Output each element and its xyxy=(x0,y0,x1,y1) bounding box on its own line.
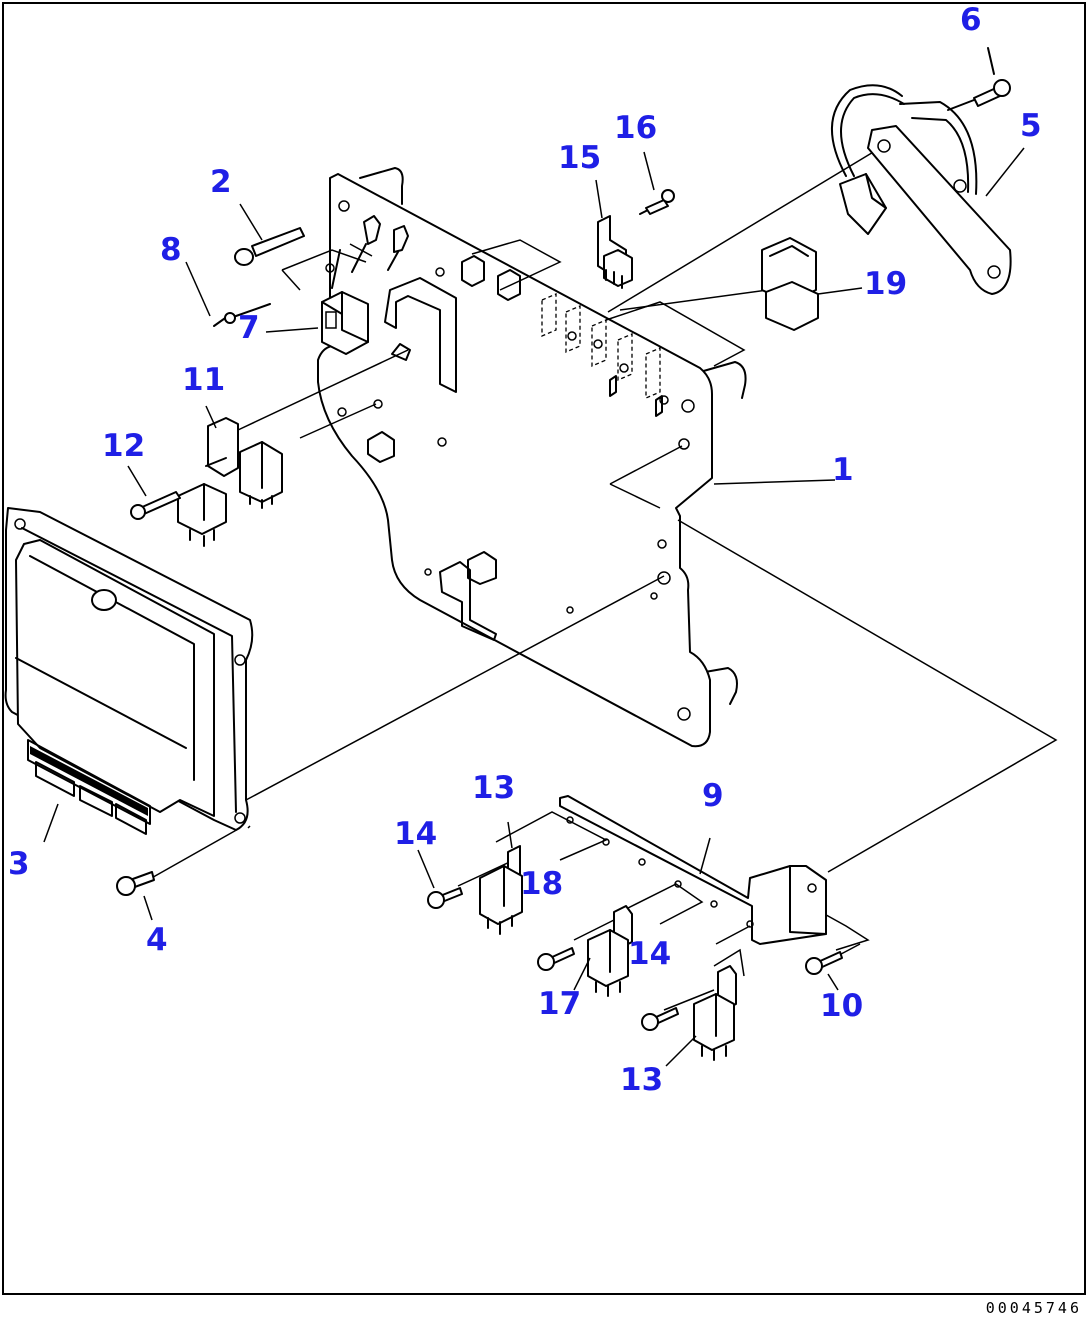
lower-bracket xyxy=(559,795,827,945)
relay-18 xyxy=(479,845,523,935)
callout-19: 19 xyxy=(864,266,907,302)
callout-9: 9 xyxy=(702,778,724,814)
callout-leaders xyxy=(43,147,1025,1067)
callout-15: 15 xyxy=(558,140,601,176)
callout-6: 6 xyxy=(960,2,982,38)
drawing-code: 00045746 xyxy=(985,1299,1082,1317)
connector-19 xyxy=(761,237,819,331)
callout-8: 8 xyxy=(160,232,182,268)
callout-3: 3 xyxy=(8,846,30,882)
callout-5: 5 xyxy=(1020,108,1042,144)
relay-13-lower xyxy=(693,965,737,1061)
screw-10 xyxy=(805,951,843,975)
connector-box xyxy=(321,291,369,355)
callout-16: 16 xyxy=(614,110,657,146)
drawing-frame xyxy=(2,2,1086,1295)
callout-11: 11 xyxy=(182,362,225,398)
callout-4: 4 xyxy=(146,922,168,958)
screw-14-lower xyxy=(641,1007,679,1031)
callouts: 1 2 3 4 5 6 7 8 9 10 11 12 13 13 14 14 1… xyxy=(8,2,1042,1098)
callout-14-lower: 14 xyxy=(628,936,671,972)
screw-small xyxy=(213,303,271,327)
callout-13-upper: 13 xyxy=(472,770,515,806)
bolt-6 xyxy=(947,47,1011,111)
relay-left xyxy=(130,417,283,547)
callout-7: 7 xyxy=(238,310,260,346)
plate-screws xyxy=(331,215,409,289)
callout-14-upper: 14 xyxy=(394,816,437,852)
callout-17: 17 xyxy=(538,986,581,1022)
callout-10: 10 xyxy=(820,988,863,1024)
mounting-plate xyxy=(317,167,747,748)
bolt-4 xyxy=(116,871,155,896)
relay-top xyxy=(597,189,675,289)
callout-18: 18 xyxy=(520,866,563,902)
callout-13-lower: 13 xyxy=(620,1062,663,1098)
screw-14-upper xyxy=(427,887,463,909)
callout-12: 12 xyxy=(102,428,145,464)
assembly-lines xyxy=(147,147,1058,1011)
relay-17 xyxy=(587,905,633,997)
bolt-long xyxy=(234,227,305,266)
callout-2: 2 xyxy=(210,164,232,200)
controller-unit xyxy=(4,507,254,835)
harness-bracket xyxy=(830,84,1012,295)
callout-1: 1 xyxy=(832,452,854,488)
screw-14-left xyxy=(537,947,575,971)
